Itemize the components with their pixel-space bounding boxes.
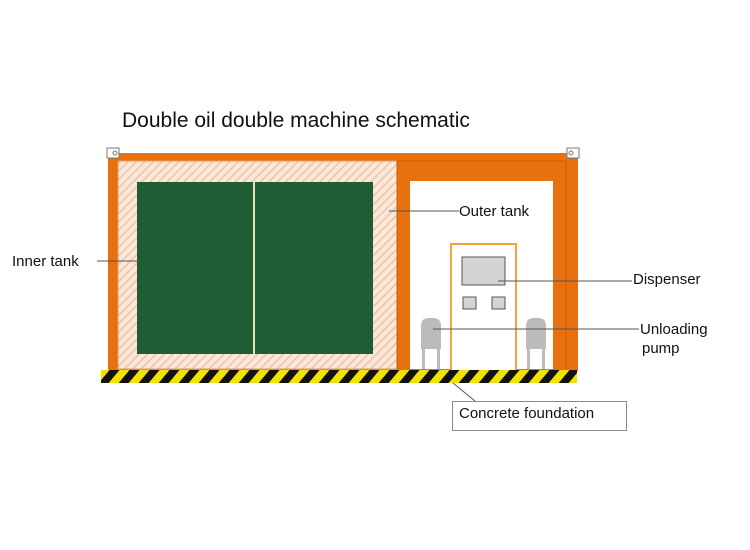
diagram-title: Double oil double machine schematic [122, 109, 470, 132]
leader-lines [97, 210, 639, 402]
label-inner-tank: Inner tank [12, 253, 79, 270]
unloading-pump-right [526, 318, 546, 369]
label-unloading-pump-line1: Unloading [640, 321, 708, 338]
label-unloading-pump: Unloading pump [640, 320, 750, 358]
leader-concrete-foundation [452, 382, 476, 402]
label-dispenser: Dispenser [633, 271, 701, 288]
label-outer-tank: Outer tank [459, 203, 530, 220]
dispenser [450, 243, 517, 372]
dispenser-display [461, 256, 506, 286]
label-unloading-pump-line2: pump [642, 340, 680, 357]
concrete-foundation [101, 370, 577, 383]
dispenser-button-left [462, 296, 477, 310]
corner-fitting-right [566, 147, 580, 159]
inner-tank [137, 182, 373, 354]
corner-fitting-left [106, 147, 120, 159]
dispenser-button-right [491, 296, 506, 310]
unloading-pump-left [421, 318, 441, 369]
label-concrete-foundation: Concrete foundation [452, 401, 627, 431]
